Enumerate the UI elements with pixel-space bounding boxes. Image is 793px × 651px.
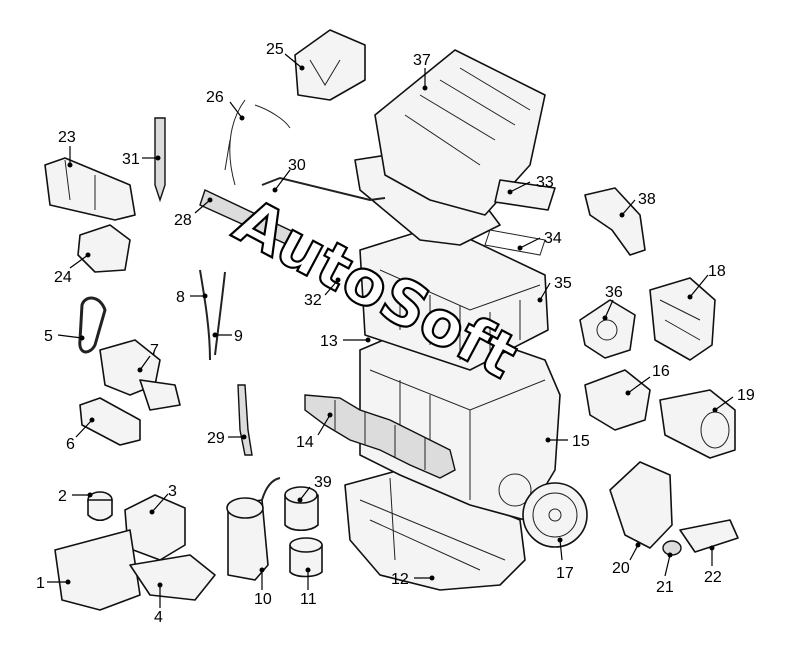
right-components [579, 187, 739, 556]
callout-18: 18 [708, 263, 726, 280]
callout-16: 16 [652, 363, 670, 380]
callout-26: 26 [206, 89, 224, 106]
callout-11: 11 [300, 591, 317, 608]
callout-38: 37 [413, 52, 431, 69]
callout-24: 24 [54, 269, 72, 286]
callout-39: 38 [638, 191, 656, 208]
callout-30: 30 [288, 157, 306, 174]
callout-35: 34 [544, 230, 562, 247]
callout-36: 35 [554, 275, 572, 292]
callout-12: 12 [391, 571, 409, 588]
engine-block [304, 49, 588, 591]
left-components [44, 29, 386, 611]
callout-4: 4 [154, 609, 163, 626]
callout-25: 25 [266, 41, 284, 58]
callout-2: 2 [58, 488, 67, 505]
callout-40: 39 [314, 474, 332, 491]
callout-33: 32 [304, 292, 322, 309]
callout-14: 14 [296, 434, 314, 451]
callout-13: 13 [320, 333, 338, 350]
callout-23: 23 [58, 129, 76, 146]
callout-31: 31 [122, 151, 140, 168]
flywheel-drawing [522, 482, 588, 548]
callout-1: 1 [36, 575, 45, 592]
callout-19: 19 [737, 387, 755, 404]
callout-6: 6 [66, 436, 75, 453]
callout-37: 36 [605, 284, 623, 301]
callout-22: 22 [704, 569, 722, 586]
callout-20: 20 [612, 560, 630, 577]
callout-34: 33 [536, 174, 554, 191]
callout-5: 5 [44, 328, 53, 345]
callout-9: 9 [234, 328, 243, 345]
callout-7: 7 [150, 342, 159, 359]
callout-10: 10 [254, 591, 272, 608]
callout-8: 8 [176, 289, 185, 306]
crankshaft-drawing [304, 394, 456, 479]
callout-3: 3 [168, 483, 177, 500]
callout-17: 17 [556, 565, 574, 582]
callout-29: 29 [207, 430, 225, 447]
callout-labels: 1 2 3 4 5 6 7 8 9 10 11 12 13 14 15 16 1… [36, 41, 755, 626]
callout-21: 21 [656, 579, 674, 596]
leader-lines [47, 53, 734, 608]
callout-28: 28 [174, 212, 192, 229]
callout-15: 15 [572, 433, 590, 450]
